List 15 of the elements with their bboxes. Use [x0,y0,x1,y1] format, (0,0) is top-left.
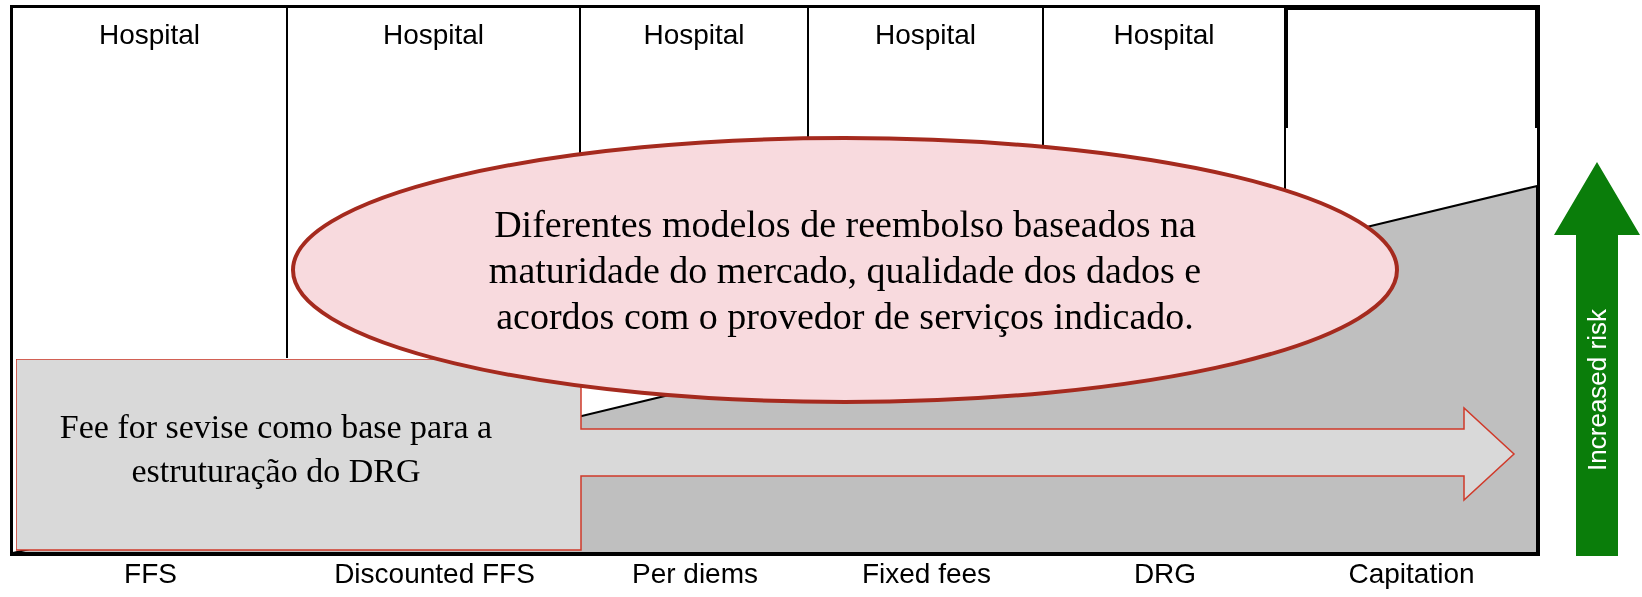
arrow-text: Fee for sevise como base para a estruturação do DRG [58,407,494,491]
column-label: Discounted FFS [333,558,536,590]
arrow-caption: Increased risk [1581,309,1613,471]
column-label: FFS [123,558,178,590]
column-label: Fixed fees [860,558,993,590]
table-column [1286,8,1537,128]
column-heading: Hospital [382,18,485,52]
column-heading: Hospital [98,18,201,52]
column-label: Per diems [630,558,759,590]
column-heading: Hospital [1113,18,1215,52]
column-label: DRG [1132,558,1198,590]
callout-text: Diferentes modelos de reembolso baseados na maturidade do mercado, qualidade dos dados e acordos com o provedor de serviços indicado. [487,202,1203,339]
column-heading: Hospital [874,18,977,52]
column-label: Capitation [1347,558,1476,590]
column-heading: Hospital [643,18,745,52]
